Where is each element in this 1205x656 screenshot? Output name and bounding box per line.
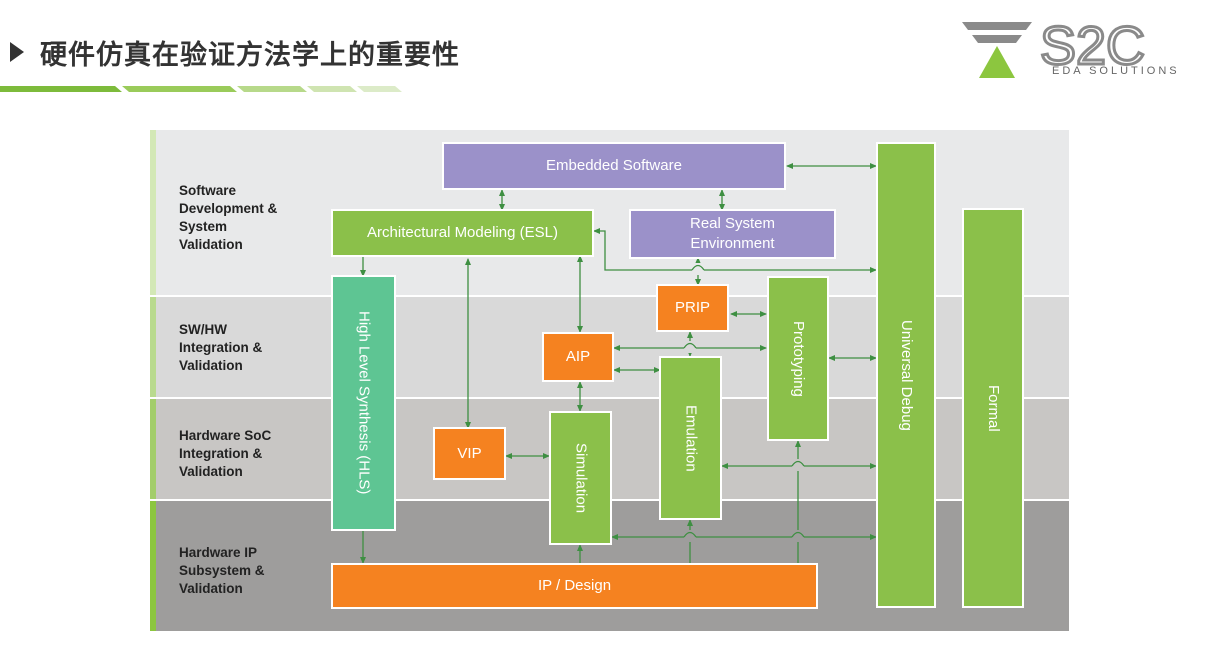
block-ip-design: IP / Design	[331, 563, 818, 609]
block-hls: High Level Synthesis (HLS)	[331, 275, 396, 531]
bullet-arrow-icon	[10, 42, 24, 62]
arrow-esl-udebug	[593, 228, 877, 273]
block-real-system: Real System Environment	[629, 209, 836, 259]
band-strip-4	[150, 501, 156, 631]
band-label-software: Software Development & System Validation	[179, 183, 278, 252]
block-vip: VIP	[433, 427, 506, 480]
page-title-text: 硬件仿真在验证方法学上的重要性	[40, 39, 460, 71]
band-strip-2	[150, 297, 156, 397]
logo-subtitle: EDA SOLUTIONS	[1052, 65, 1180, 77]
block-prip: PRIP	[656, 284, 729, 332]
band-strip-3	[150, 399, 156, 499]
block-universal-debug: Universal Debug	[876, 142, 936, 608]
band-label-swhw: SW/HW Integration & Validation	[179, 322, 263, 373]
band-label-hw-soc: Hardware SoC Integration & Validation	[179, 428, 272, 479]
line-crossing-hops	[683, 263, 805, 542]
block-prototyping: Prototyping	[767, 276, 829, 441]
header-accent-bar	[0, 86, 402, 92]
s2c-logo: S2C	[960, 14, 1200, 84]
band-label-hw-ip: Hardware IP Subsystem & Validation	[179, 545, 265, 596]
block-formal: Formal	[962, 208, 1024, 608]
band-strip-1	[150, 130, 156, 295]
block-aip: AIP	[542, 332, 614, 382]
block-simulation: Simulation	[549, 411, 612, 545]
s2c-logo-mark: S2C	[962, 15, 1147, 78]
page-title: 硬件仿真在验证方法学上的重要性	[10, 32, 460, 72]
block-emulation: Emulation	[659, 356, 722, 520]
svg-text:S2C: S2C	[1040, 16, 1145, 76]
block-embedded-software: Embedded Software	[442, 142, 786, 190]
block-architectural-modeling: Architectural Modeling (ESL)	[331, 209, 594, 257]
